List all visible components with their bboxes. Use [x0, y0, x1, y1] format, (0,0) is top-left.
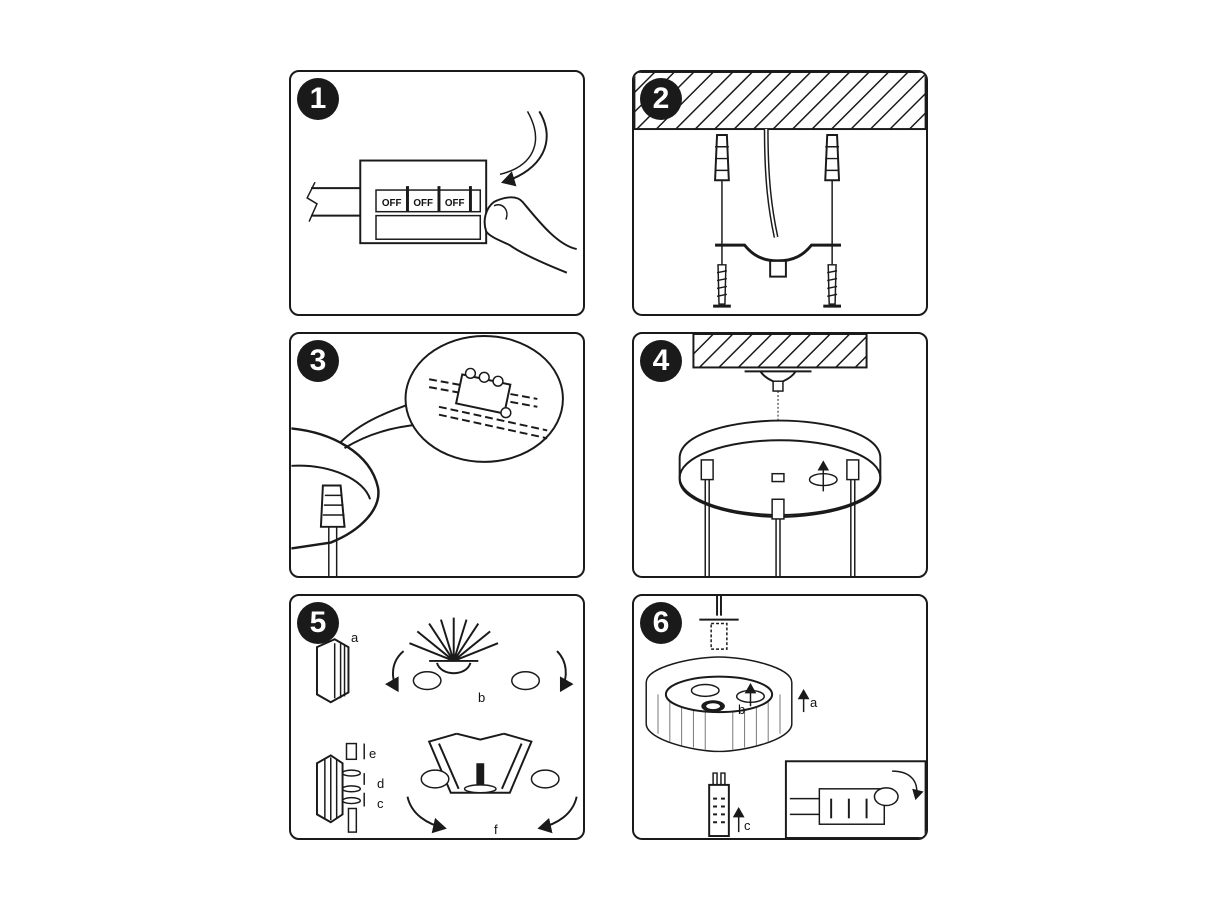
label-c: c — [744, 818, 751, 833]
mounting-bracket — [715, 243, 841, 263]
folded-shade-a — [316, 638, 350, 704]
label-a: a — [810, 695, 818, 710]
curved-arrow-icon — [892, 770, 924, 801]
rotate-right-arrow-icon — [556, 650, 574, 693]
open-shade-b — [409, 617, 499, 675]
label-f: f — [494, 822, 498, 837]
switch-on-inset — [784, 760, 926, 838]
ceiling — [634, 72, 926, 131]
parts-stack — [316, 742, 365, 833]
wall-anchor-left — [714, 133, 730, 182]
ceiling — [692, 334, 868, 369]
label-e: e — [369, 746, 377, 761]
step-4-illustration — [678, 334, 882, 576]
step-6-illustration — [645, 596, 926, 838]
step-4-panel: 4 — [632, 332, 928, 578]
label-b: b — [478, 690, 486, 705]
screw-right — [823, 264, 841, 308]
switch-label-3: OFF — [445, 198, 465, 209]
step-2-panel: 2 — [632, 70, 928, 316]
assembly-f — [427, 732, 533, 794]
fold-left-arrow-icon — [406, 796, 447, 834]
cable-grip-left — [700, 459, 714, 576]
step-3-number: 3 — [297, 340, 339, 382]
wall-anchor-right — [824, 133, 841, 182]
step-6-panel: 6 — [632, 594, 928, 840]
hand-right-icon — [511, 671, 541, 691]
screw-left — [713, 264, 731, 308]
hand-left-icon — [420, 769, 450, 789]
switch-label-1: OFF — [382, 198, 402, 209]
ground-screw-icon — [500, 407, 512, 419]
label-c: c — [377, 796, 384, 811]
hand-icon — [483, 196, 577, 274]
step-5-illustration — [316, 617, 578, 834]
step-6-number: 6 — [640, 602, 682, 644]
step-2-number: 2 — [640, 78, 682, 120]
step-1-panel: 1 OFF OFF OFF — [289, 70, 585, 316]
socket-top — [710, 622, 728, 650]
step-3-panel: 3 — [289, 332, 585, 578]
step-5-panel: 5 — [289, 594, 585, 840]
fold-right-arrow-icon — [537, 796, 578, 834]
curved-arrow-icon — [501, 110, 548, 187]
step-5-number: 5 — [297, 602, 339, 644]
label-a: a — [351, 630, 359, 645]
step-4-number: 4 — [640, 340, 682, 382]
cable-grip-right — [846, 459, 860, 576]
switch-label-2: OFF — [413, 198, 433, 209]
label-d: d — [377, 776, 385, 791]
label-b: b — [738, 702, 746, 717]
step-1-number: 1 — [297, 78, 339, 120]
cable-grip — [319, 484, 346, 528]
bulb-icon — [708, 772, 730, 838]
step-3-illustration — [291, 334, 564, 576]
hand-left-icon — [412, 671, 442, 691]
step-2-illustration — [634, 72, 926, 308]
cable-grip-center — [771, 498, 785, 576]
step-1-illustration: OFF OFF OFF — [306, 110, 577, 274]
pleated-shade — [645, 656, 793, 753]
hand-icon — [873, 787, 899, 807]
rotate-left-arrow-icon — [384, 650, 405, 693]
hand-right-icon — [530, 769, 560, 789]
